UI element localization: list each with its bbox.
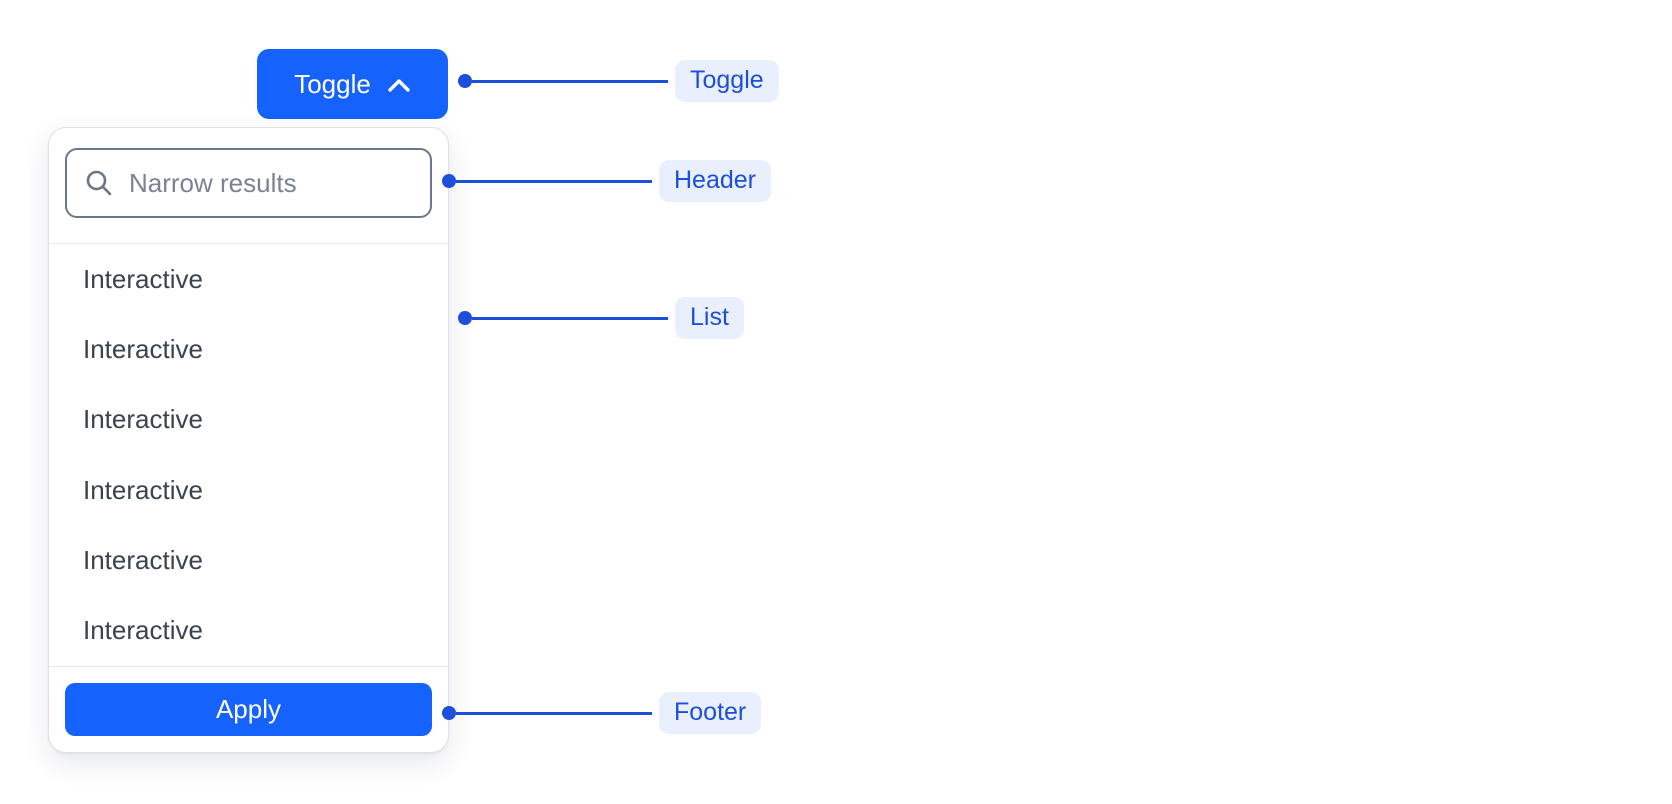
dropdown-footer: Apply <box>49 667 448 752</box>
toggle-button-label: Toggle <box>294 68 371 99</box>
callout-line <box>456 179 652 183</box>
annotation-footer: Footer <box>442 692 762 734</box>
chevron-up-icon <box>387 77 411 93</box>
list-item[interactable]: Interactive <box>83 263 203 294</box>
callout-line <box>472 316 668 320</box>
annotation-header: Header <box>442 160 771 202</box>
list-item[interactable]: Interactive <box>83 333 203 364</box>
search-input[interactable] <box>65 148 432 218</box>
callout-dot <box>458 74 472 88</box>
callout-dot <box>442 174 456 188</box>
callout-dot <box>458 311 472 325</box>
callout-line <box>472 79 668 83</box>
list-item[interactable]: Interactive <box>83 615 203 646</box>
footer-divider <box>49 666 448 667</box>
annotation-toggle: Toggle <box>458 60 779 102</box>
toggle-button[interactable]: Toggle <box>257 49 448 119</box>
annotation-list: List <box>458 297 744 339</box>
header-divider <box>49 243 448 244</box>
annotation-label-list: List <box>675 297 744 339</box>
list-item[interactable]: Interactive <box>83 474 203 505</box>
search-field <box>65 148 432 218</box>
annotation-label-footer: Footer <box>659 692 762 734</box>
annotation-label-toggle: Toggle <box>675 60 779 102</box>
list-item[interactable]: Interactive <box>83 544 203 575</box>
dropdown-list: Interactive Interactive Interactive Inte… <box>49 244 448 666</box>
dropdown-panel: Interactive Interactive Interactive Inte… <box>48 127 449 753</box>
apply-button[interactable]: Apply <box>65 683 432 736</box>
annotation-label-header: Header <box>659 160 771 202</box>
dropdown-header <box>49 128 448 243</box>
callout-dot <box>442 706 456 720</box>
callout-line <box>456 711 652 715</box>
list-item[interactable]: Interactive <box>83 404 203 435</box>
